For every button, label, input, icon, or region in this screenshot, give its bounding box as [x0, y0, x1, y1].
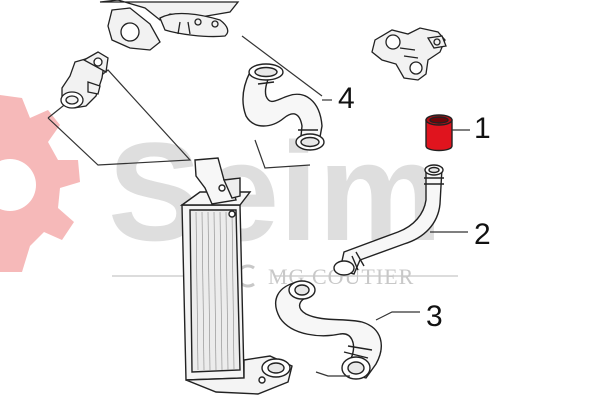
- callout-4: 4: [338, 82, 355, 115]
- callout-1: 1: [474, 112, 491, 145]
- leader-line-upper: [241, 35, 323, 97]
- egr-valve: [371, 27, 447, 81]
- part-3-lower-hose: [275, 280, 382, 380]
- callout-3: 3: [426, 300, 443, 333]
- intercooler: [179, 157, 293, 395]
- callout-leaders: [315, 99, 470, 377]
- part-4-upper-hose: [242, 63, 325, 151]
- callout-2: 2: [474, 218, 491, 251]
- manifold-assembly: [99, 0, 240, 51]
- leader-3: [375, 311, 420, 321]
- part-1-sleeve: [425, 114, 453, 152]
- part-2-rigid-pipe: [333, 164, 444, 276]
- throttle-body: [60, 51, 109, 109]
- watermark-gear-icon: [0, 95, 80, 272]
- leader-line-mid: [254, 139, 311, 169]
- leader-3b: [315, 371, 350, 377]
